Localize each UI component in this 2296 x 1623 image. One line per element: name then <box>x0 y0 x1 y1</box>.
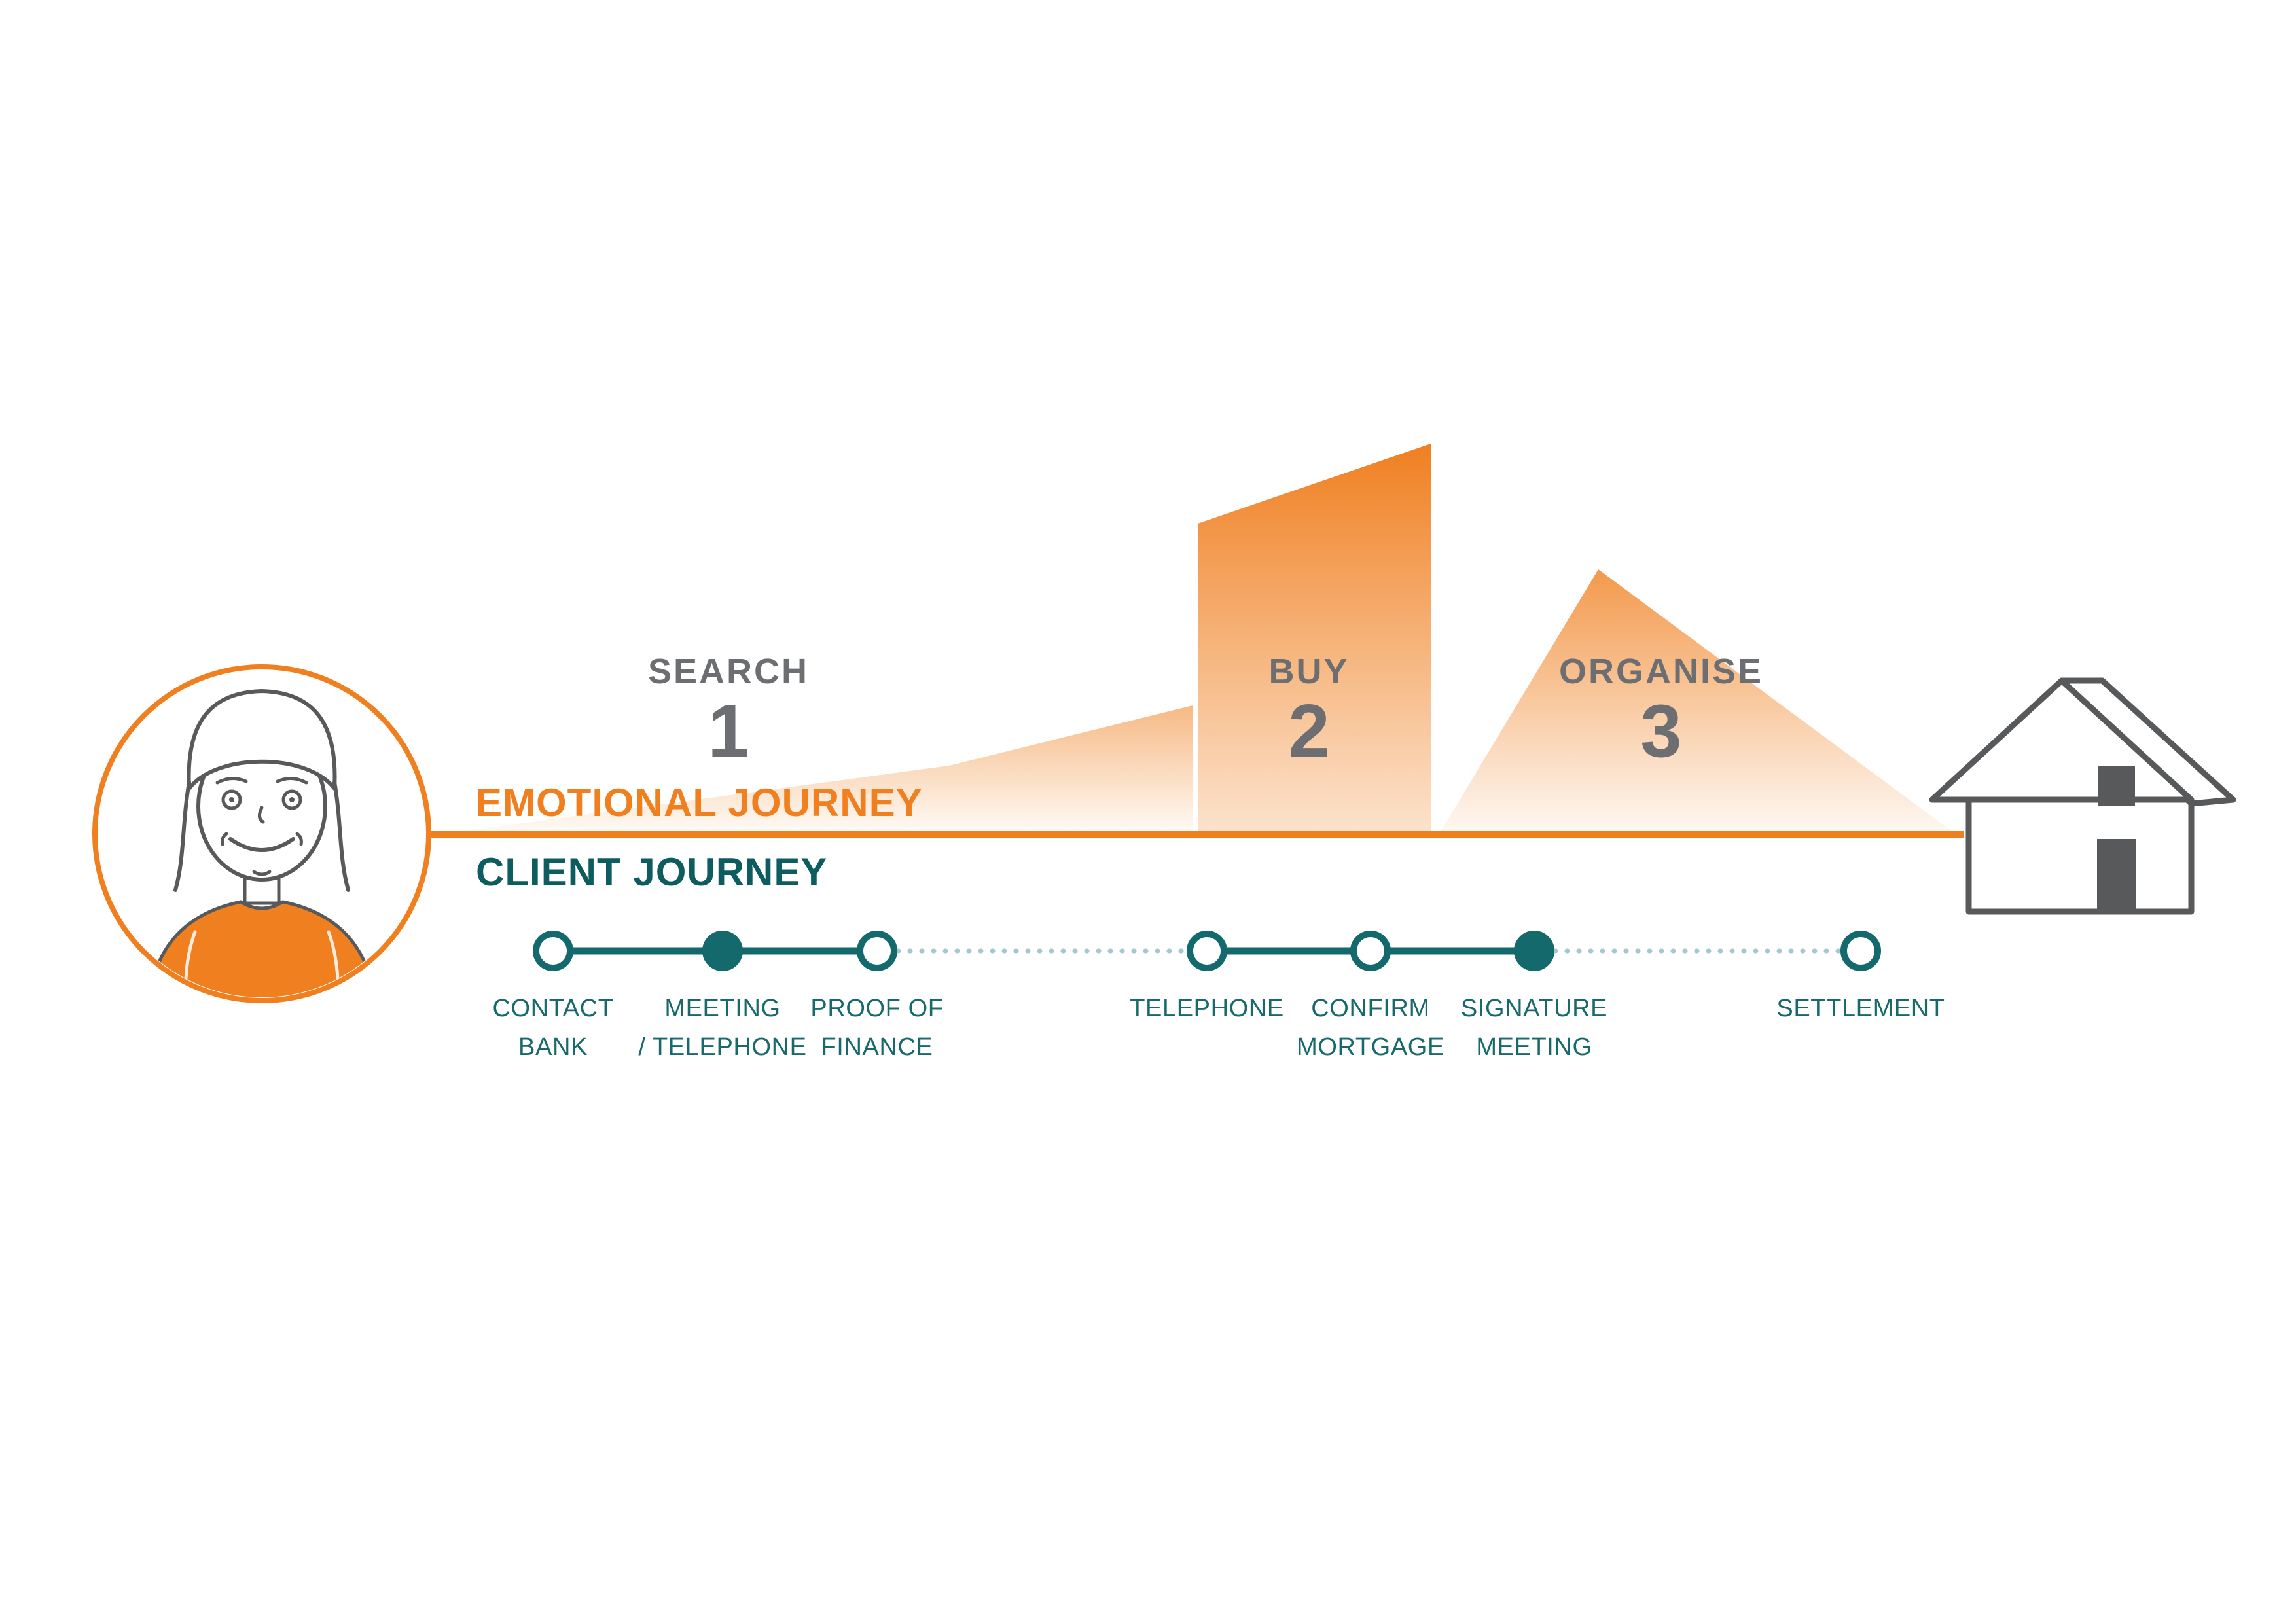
step-label-telephone: TELEPHONE <box>1130 995 1284 1022</box>
client-journey-timeline <box>533 931 1881 971</box>
step-label-contact-bank: CONTACT BANK <box>492 995 614 1061</box>
step-dot-confirm-mortgage <box>1350 931 1391 971</box>
house-icon <box>1929 677 2236 915</box>
step-dot-settlement <box>1840 931 1881 971</box>
buy-peak-shape <box>1198 444 1431 835</box>
step-label-proof-of-finance: PROOF OF FINANCE <box>810 995 944 1061</box>
step-label-confirm-mortgage: CONFIRM MORTGAGE <box>1297 995 1444 1061</box>
woman-avatar-icon <box>92 664 431 1003</box>
emotional-journey-line <box>429 831 1964 838</box>
emotion-peaks <box>434 444 1957 835</box>
step-dot-meeting-telephone <box>702 931 743 971</box>
phase-organise-label: ORGANISE <box>1558 652 1764 691</box>
step-dot-telephone <box>1187 931 1227 971</box>
step-dot-contact-bank <box>533 931 573 971</box>
phase-buy: BUY 2 <box>1268 651 1349 769</box>
emotional-journey-label: EMOTIONAL JOURNEY <box>476 781 923 825</box>
step-label-meeting-telephone: MEETING / TELEPHONE <box>638 995 807 1061</box>
client-journey-label: CLIENT JOURNEY <box>476 850 828 894</box>
house-door <box>2097 839 2136 912</box>
step-label-signature-meeting: SIGNATURE MEETING <box>1460 995 1608 1061</box>
phase-buy-number: 2 <box>1288 690 1330 773</box>
step-label-settlement: SETTLEMENT <box>1776 995 1945 1022</box>
step-dot-proof-of-finance <box>857 931 897 971</box>
house-window <box>2098 766 2135 806</box>
phase-search-label: SEARCH <box>647 652 810 691</box>
phase-buy-label: BUY <box>1268 652 1350 691</box>
phase-organise-number: 3 <box>1640 690 1682 773</box>
phase-organise: ORGANISE 3 <box>1559 651 1763 769</box>
phase-search: SEARCH 1 <box>648 651 809 769</box>
phase-search-number: 1 <box>708 690 749 773</box>
step-dot-signature-meeting <box>1514 931 1554 971</box>
organise-peak-shape <box>1439 569 1957 835</box>
search-wedge-shape <box>434 705 1193 835</box>
